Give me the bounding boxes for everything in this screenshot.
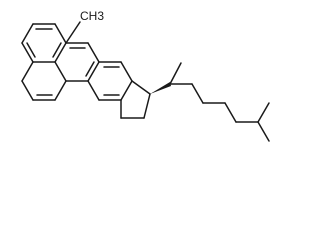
side-chain (169, 62, 270, 142)
methyl-bond (65, 21, 81, 44)
ring-b (21, 61, 67, 101)
ring-d (87, 61, 133, 101)
ring-e (120, 80, 151, 119)
methyl-label: CH3 (80, 9, 104, 23)
ring-a (21, 23, 67, 63)
stereo-wedge (150, 82, 171, 94)
chemical-structure-diagram: CH3 (21, 9, 270, 142)
ring-c (65, 42, 100, 82)
